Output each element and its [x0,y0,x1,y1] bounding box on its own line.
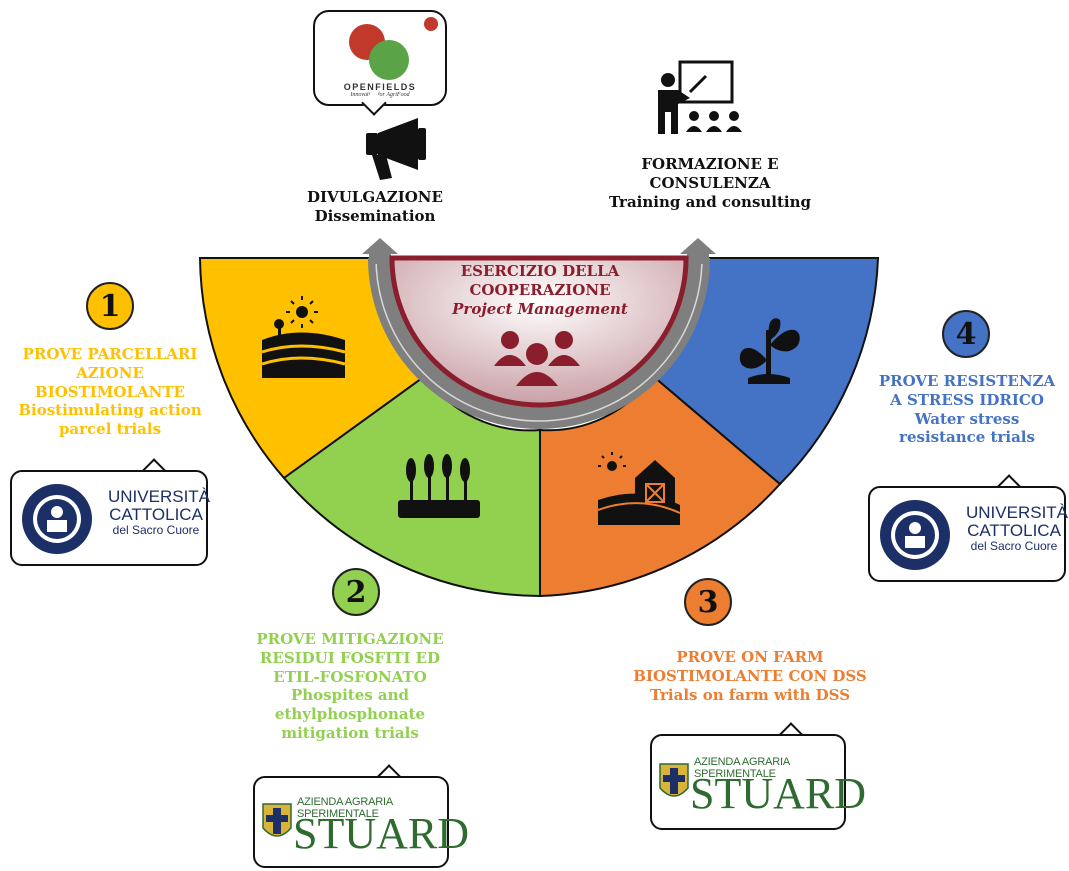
item1-label: PROVE PARCELLARI AZIONE BIOSTIMOLANTE Bi… [0,345,220,439]
item4-label: PROVE RESISTENZA A STRESS IDRICO Water s… [862,372,1069,447]
ucsc-left-line2: CATTOLICA [109,504,203,524]
openfields-logo-bubble: OPENFIELDS Innovation for AgriFood [313,10,447,106]
training-label: FORMAZIONE E CONSULENZA Training and con… [590,155,830,211]
item2-line5: ethylphosphonate [274,705,426,723]
ucsc-seal-icon [880,500,950,570]
training-line2: CONSULENZA [649,173,771,192]
stuard-left-big: STUARD [293,809,470,858]
dissemination-line2: Dissemination [314,206,436,225]
stuard-right-small: AZIENDA AGRARIA SPERIMENTALE [694,756,790,780]
ucsc-left-line1: UNIVERSITÀ [108,487,211,506]
team-icon [494,331,580,386]
megaphone-icon [366,118,426,180]
training-line1: FORMAZIONE E [641,155,779,173]
plant-icon [739,318,800,384]
item4-line1: PROVE RESISTENZA [878,372,1056,390]
item1-line3: BIOSTIMOLANTE [35,382,185,401]
arrow-left [362,238,398,264]
number-badge-3: 3 [684,578,732,626]
training-icon [658,60,742,134]
item3-line2: BIOSTIMOLANTE CON DSS [633,666,867,685]
item2-line2: RESIDUI FOSFITI ED [259,648,441,667]
item4-line3: Water stress [914,409,1020,428]
ucsc-right-line1: UNIVERSITÀ [966,503,1069,522]
item2-line6: mitigation trials [281,723,419,742]
number-badge-2: 2 [332,568,380,616]
ucsc-seal-icon [22,484,92,554]
ucsc-left-text: UNIVERSITÀ CATTOLICA del Sacro Cuore [108,487,211,537]
ucsc-right-line3: del Sacro Cuore [970,538,1058,553]
item1-line2: AZIONE [76,363,144,382]
stuard-logo-left: AZIENDA AGRARIA SPERIMENTALE STUARD [253,776,470,868]
item1-line5: parcel trials [58,420,162,438]
item3-line3: Trials on farm with DSS [649,685,851,704]
field-sun-icon [262,296,345,378]
item1-line1: PROVE PARCELLARI [22,345,198,363]
stuard-crest-icon [659,763,689,797]
openfields-tagline: Innovation for AgriFood [350,92,410,98]
dissemination-line1: DIVULGAZIONE [307,188,443,206]
item2-line4: Phospites and [290,686,410,705]
center-subtitle: Project Management [452,299,628,318]
center-title-line1: ESERCIZIO DELLA [460,262,620,280]
stuard-left-small: AZIENDA AGRARIA SPERIMENTALE [297,796,393,820]
item2-line1: PROVE MITIGAZIONE [256,630,444,648]
item2-line3: ETIL-FOSFONATO [273,667,427,686]
item4-line4: resistance trials [899,428,1035,447]
ucsc-right-line2: CATTOLICA [967,520,1061,540]
stuard-logo-right: AZIENDA AGRARIA SPERIMENTALE STUARD [650,734,867,830]
ucsc-logo-left: UNIVERSITÀ CATTOLICA del Sacro Cuore [10,470,211,566]
stuard-crest-icon [262,803,292,837]
grey-ring [368,258,710,429]
item1-line4: Biostimulating action [18,401,202,420]
ucsc-left-line3: del Sacro Cuore [112,522,200,537]
arrow-right [680,238,716,264]
openfields-logo [349,17,438,80]
ucsc-logo-right: UNIVERSITÀ CATTOLICA del Sacro Cuore [868,486,1069,582]
wheat-icon [398,454,480,518]
item4-line2: A STRESS IDRICO [890,390,1044,409]
item2-label: PROVE MITIGAZIONE RESIDUI FOSFITI ED ETI… [230,630,470,743]
ucsc-right-text: UNIVERSITÀ CATTOLICA del Sacro Cuore [966,503,1069,553]
center-title: ESERCIZIO DELLA COOPERAZIONE Project Man… [430,262,650,318]
center-semicircle [389,255,689,408]
item3-label: PROVE ON FARM BIOSTIMOLANTE CON DSS Tria… [600,648,900,704]
number-badge-4: 4 [942,310,990,358]
stuard-right-big: STUARD [690,769,867,818]
center-title-line2: COOPERAZIONE [469,280,611,299]
training-line3: Training and consulting [608,192,812,211]
openfields-name: OPENFIELDS [343,82,417,92]
dissemination-label: DIVULGAZIONE Dissemination [300,188,450,226]
number-badge-1: 1 [86,282,134,330]
item3-line1: PROVE ON FARM [676,648,824,666]
